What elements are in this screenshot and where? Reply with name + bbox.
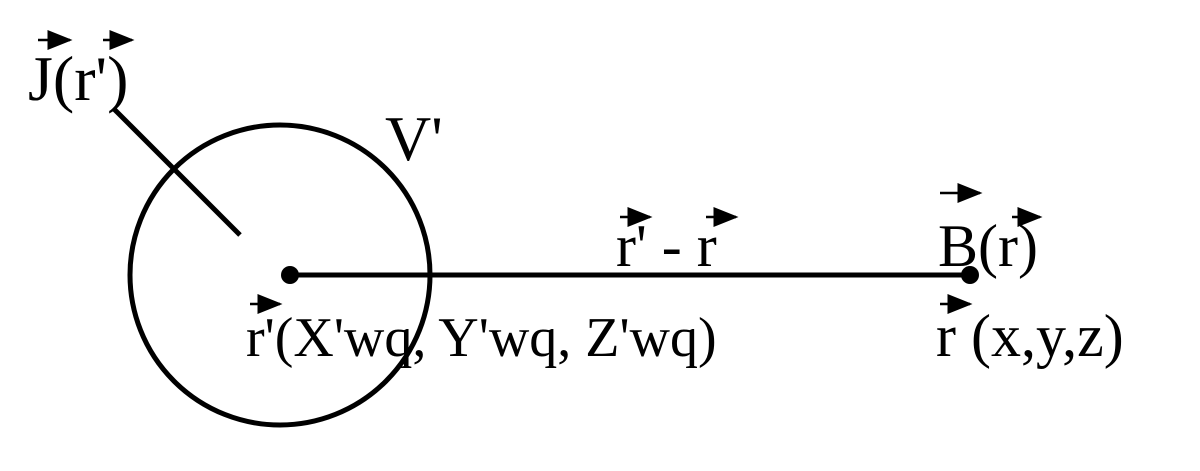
field-point-label: r (x,y,z) (936, 303, 1124, 369)
current-density-label: J(r') (28, 43, 128, 114)
source-point-label: r'(X'wq, Y'wq, Z'wq) (246, 307, 717, 369)
source-point-dot (281, 266, 299, 284)
field-point-dot (961, 266, 979, 284)
difference-vector-label: r' - r (616, 213, 717, 279)
current-density-leader-line (111, 106, 242, 237)
volume-label: V' (385, 103, 443, 174)
magnetic-field-label: B(r) (938, 213, 1038, 279)
